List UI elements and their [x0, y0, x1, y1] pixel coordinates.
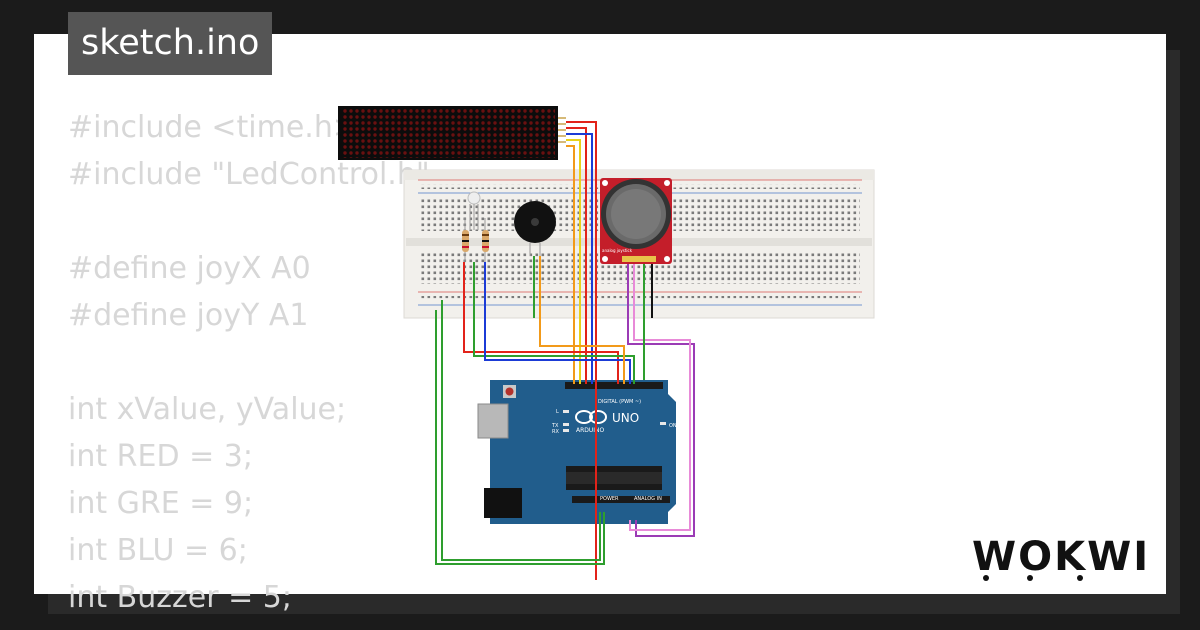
wires: [435, 121, 695, 580]
tx-led-label: TX: [551, 423, 559, 429]
joystick-module: analog joystick: [600, 178, 672, 264]
power-header-label: POWER: [600, 496, 619, 502]
wokwi-wordmark: WOKWI: [972, 534, 1150, 580]
code-line: int xValue, yValue;: [68, 392, 347, 427]
resistor: [462, 218, 469, 262]
wire-green: [435, 310, 605, 565]
file-name-tag: sketch.ino: [68, 12, 273, 75]
led-matrix: [338, 106, 566, 160]
arduino-model-label: UNO: [612, 411, 639, 425]
wire-red: [463, 262, 619, 384]
joystick-label: analog joystick: [602, 248, 633, 253]
code-line: int BLU = 6;: [68, 533, 248, 568]
wire-red: [566, 127, 587, 384]
wire-orange: [566, 145, 575, 384]
code-line: int Buzzer = 5;: [68, 580, 292, 615]
resistor: [482, 218, 489, 262]
on-led-label: ON: [669, 423, 677, 429]
wire-green: [473, 262, 635, 384]
wire-yellow: [566, 139, 581, 384]
code-line: #define joyY A1: [68, 298, 309, 333]
code-line: #define joyX A0: [68, 251, 311, 286]
wire-blue: [484, 262, 631, 384]
buzzer: [514, 201, 556, 256]
wire-purple: [627, 264, 695, 537]
code-line: #include "LedControl.h": [68, 157, 430, 192]
arduino-brand-label: ARDUINO: [576, 427, 605, 434]
arduino-uno-board: UNO ARDUINO DIGITAL (PWM ~) POWER ANALOG…: [477, 380, 677, 524]
code-line: #include <time.h>: [68, 110, 358, 145]
wire-red: [566, 121, 597, 580]
code-line: int RED = 3;: [68, 439, 253, 474]
code-preview: #include <time.h> #include "LedControl.h"…: [68, 104, 430, 621]
l-led-label: L: [556, 409, 559, 415]
wire-green: [441, 300, 601, 561]
code-line: int GRE = 9;: [68, 486, 254, 521]
wire-orange: [539, 256, 625, 384]
arduino-logo: [575, 410, 607, 424]
analog-header-label: ANALOG IN: [634, 496, 662, 502]
digital-header-label: DIGITAL (PWM ~): [598, 399, 641, 405]
rgb-led: [467, 191, 481, 230]
wokwi-logo: WOKWI: [972, 534, 1150, 581]
rx-led-label: RX: [552, 429, 559, 435]
wire-blue: [566, 133, 593, 384]
wire-pink: [629, 264, 691, 531]
